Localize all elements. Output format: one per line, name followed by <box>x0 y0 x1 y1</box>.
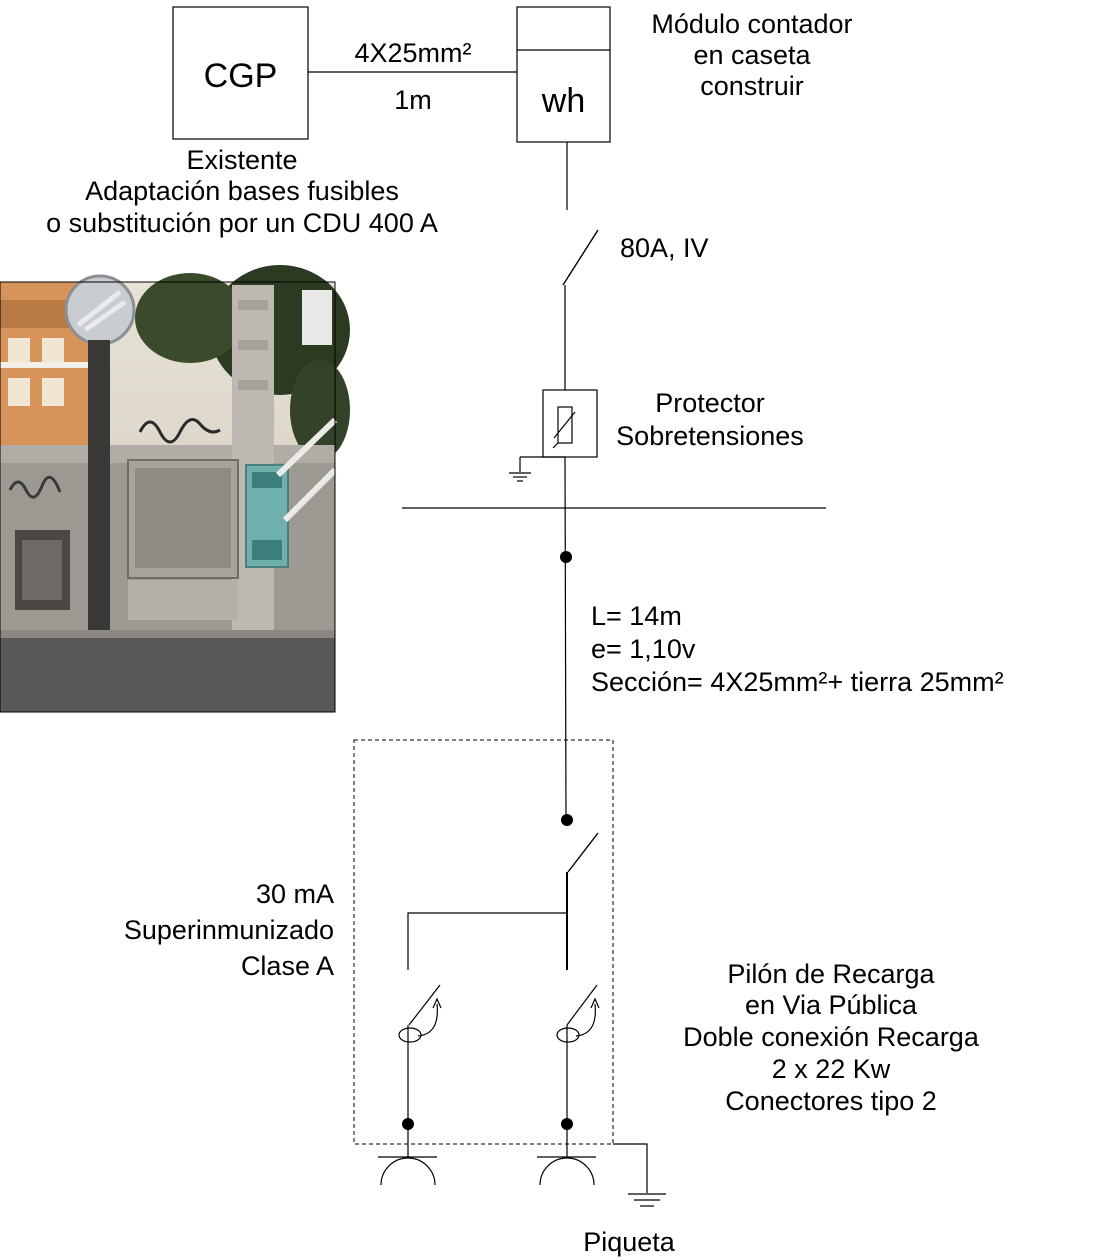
pylon-enclosure <box>353 739 614 1145</box>
meter-caption-line: Módulo contador <box>651 9 852 39</box>
line-spec: L= 14m <box>591 601 682 631</box>
rcd-caption-line: Clase A <box>241 951 334 981</box>
surge-protector-symbol <box>519 389 598 472</box>
line-specs: L= 14m e= 1,10v Sección= 4X25mm²+ tierra… <box>591 601 1004 697</box>
ground-rod-icon <box>628 1193 666 1207</box>
rcd-right-symbol <box>556 984 600 1124</box>
cgp-caption: Existente Adaptación bases fusibles o su… <box>46 145 438 238</box>
surge-caption-line: Protector <box>655 388 765 418</box>
surge-caption: Protector Sobretensiones <box>616 388 804 451</box>
cgp-label: CGP <box>204 57 278 95</box>
surge-caption-line: Sobretensiones <box>616 421 804 451</box>
line-spec: e= 1,10v <box>591 634 696 664</box>
connector-left-icon <box>378 1124 437 1186</box>
main-switch-label: 80A, IV <box>620 233 709 263</box>
pylon-caption: Pilón de Recarga en Via Pública Doble co… <box>683 959 980 1116</box>
ground-icon <box>509 472 531 482</box>
supply-line <box>564 456 567 821</box>
pylon-branch <box>407 912 567 970</box>
line-spec: Sección= 4X25mm²+ tierra 25mm² <box>591 667 1004 697</box>
site-photo <box>0 265 350 713</box>
cgp-box <box>172 6 309 140</box>
cgp-caption-line: o substitución por un CDU 400 A <box>46 208 438 238</box>
main-switch-blade <box>562 229 599 286</box>
pylon-caption-line: en Via Pública <box>745 990 918 1020</box>
cgp-caption-line: Adaptación bases fusibles <box>85 176 399 206</box>
pylon-caption-line: 2 x 22 Kw <box>772 1054 891 1084</box>
meter-label: wh <box>541 82 585 120</box>
pylon-caption-line: Doble conexión Recarga <box>683 1022 980 1052</box>
ground-conductor <box>613 1143 648 1193</box>
meter-caption: Módulo contador en caseta construir <box>651 9 852 101</box>
meter-box <box>516 6 611 143</box>
pylon-caption-line: Pilón de Recarga <box>727 959 935 989</box>
connector-right-icon <box>537 1124 596 1186</box>
feeder-length-label: 1m <box>394 85 432 115</box>
rcd-left-symbol <box>398 984 442 1124</box>
junction-dot <box>560 551 572 563</box>
rcd-caption-line: Superinmunizado <box>124 915 334 945</box>
pylon-caption-line: Conectores tipo 2 <box>725 1086 937 1116</box>
junction-dot <box>561 814 573 826</box>
rcd-caption-line: 30 mA <box>256 879 334 909</box>
cgp-caption-line: Existente <box>186 145 297 175</box>
meter-caption-line: en caseta <box>693 40 811 70</box>
feeder-section-label: 4X25mm² <box>354 38 471 68</box>
ground-label: Piqueta <box>583 1227 676 1257</box>
meter-caption-line: construir <box>700 71 804 101</box>
rcd-caption: 30 mA Superinmunizado Clase A <box>124 879 334 981</box>
pylon-switch-blade <box>567 832 599 873</box>
